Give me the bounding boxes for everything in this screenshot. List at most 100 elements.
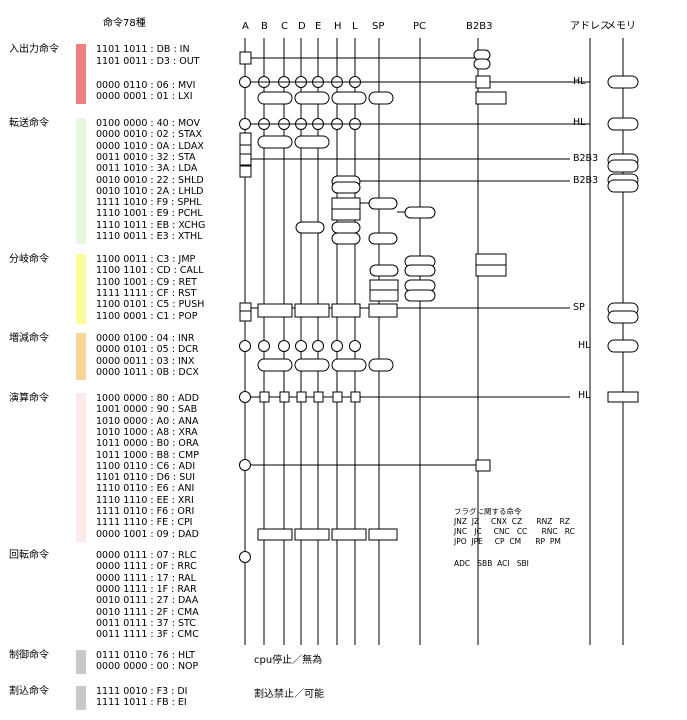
instruction-0-3: 0000 0001 : 01 : LXI	[96, 91, 193, 102]
category-color-bar-4	[76, 393, 86, 542]
column-header-l: L	[352, 21, 358, 32]
instruction-4-8: 1110 0110 : E6 : ANI	[96, 483, 195, 495]
inx-de-pill	[294, 358, 330, 372]
category-color-bar-7	[76, 686, 86, 711]
mov-circle-0	[239, 118, 251, 130]
column-header-b2b3: B2B3	[466, 21, 493, 32]
instruction-6-1: 0000 0000 : 00 : NOP	[96, 661, 199, 673]
instruction-4-11: 1111 1110 : FE : CPI	[96, 517, 193, 529]
diagram-title: 命令78種	[103, 18, 146, 29]
sta-a-box	[239, 153, 252, 166]
instruction-1-5: 0010 0010 : 22 : SHLD	[96, 174, 204, 186]
column-header-a: A	[242, 21, 249, 32]
sphl-box	[331, 197, 361, 210]
lxi-sp-pill	[368, 91, 394, 105]
instruction-4-2: 1010 0000 : A0 : ANA	[96, 415, 199, 427]
instruction-5-6: 0011 0111 : 37 : STC	[96, 617, 196, 629]
instruction-5-4: 0010 0111 : 27 : DAA	[96, 595, 199, 607]
instruction-0-1: 1101 0011 : D3 : OUT	[96, 55, 200, 67]
category-color-bar-6	[76, 650, 86, 675]
category-label-7: 割込命令	[9, 686, 49, 697]
xchg-de-pill	[295, 221, 325, 234]
instruction-1-7: 1111 1010 : F9 : SPHL	[96, 197, 202, 209]
control-note: cpu停止／無為	[254, 655, 323, 666]
ret-sp-box	[369, 279, 399, 292]
column-header-pc: PC	[413, 21, 427, 32]
address-label-6: HL	[578, 390, 591, 401]
instruction-1-9: 1110 1011 : EB : XCHG	[96, 219, 206, 231]
sphl-sp-pill	[368, 197, 398, 210]
instruction-2-3: 1111 1111 : CF : RST	[96, 287, 197, 299]
instruction-5-0: 0000 0111 : 07 : RLC	[96, 550, 197, 561]
instruction-1-10: 1110 0011 : E3 : XTHL	[96, 231, 203, 242]
lxi-de-pill	[294, 91, 330, 105]
instruction-1-2: 0000 1010 : 0A : LDAX	[96, 140, 204, 152]
instruction-3-3: 0000 1011 : 0B : DCX	[96, 366, 199, 378]
flags-line-1: JNC JC CNC CC RNC RC	[454, 527, 575, 536]
mov-mem-pill	[607, 117, 639, 131]
instruction-4-10: 1111 0110 : F6 : ORI	[96, 506, 195, 517]
flags-line-0: JNZ JZ CNX CZ RNZ RZ	[454, 517, 570, 526]
inr-circle-0	[239, 340, 251, 352]
pchl-pc-pill	[404, 206, 436, 219]
instruction-0-2: 0000 0110 : 06 : MVI	[96, 79, 196, 91]
jmp-addr-box	[475, 253, 507, 266]
instruction-4-7: 1101 0110 : D6 : SUI	[96, 472, 195, 484]
add-a-circle	[239, 391, 251, 403]
category-label-2: 分岐命令	[9, 254, 49, 265]
column-header-d: D	[298, 21, 306, 32]
instruction-4-5: 1011 1000 : B8 : CMP	[96, 449, 199, 461]
column-header-b: B	[261, 21, 268, 32]
inx-bc-pill	[257, 358, 293, 372]
adi-a-circle	[239, 459, 251, 471]
instruction-6-0: 0111 0110 : 76 : HLT	[96, 650, 195, 661]
flags-line-2: JPO JPE CP CM RP PM	[454, 537, 561, 546]
mvi-imm-box	[475, 75, 491, 89]
sta-mem-pill-2	[607, 159, 639, 173]
column-header-e: E	[315, 21, 322, 32]
instruction-4-1: 1001 0000 : 90 : SAB	[96, 404, 198, 416]
address-label-0: HL	[573, 76, 586, 87]
lxi-bc-pill	[257, 91, 293, 105]
instruction-1-0: 0100 0000 : 40 : MOV	[96, 118, 200, 129]
instruction-2-5: 1100 0001 : C1 : POP	[96, 310, 198, 322]
mvi-circle-0	[239, 76, 251, 88]
adi-imm-box	[475, 459, 491, 472]
interrupt-note: 割込禁止／可能	[254, 689, 324, 700]
instruction-1-6: 0010 1010 : 2A : LHLD	[96, 185, 204, 197]
inr-circle-5	[331, 340, 343, 352]
category-label-3: 増減命令	[9, 333, 49, 344]
instruction-5-2: 0000 1111 : 17 : RAL	[96, 572, 196, 584]
flags-arith: ADC SBB ACI SBI	[454, 559, 529, 568]
push-bc-box	[257, 303, 293, 318]
address-label-1: HL	[573, 117, 586, 128]
inx-hl-pill	[331, 358, 367, 372]
inx-sp-pill	[368, 358, 394, 372]
instruction-1-3: 0011 0010 : 32 : STA	[96, 151, 196, 163]
flags-title: フラグに関する命令	[454, 507, 522, 516]
instruction-1-1: 0000 0010 : 02 : STAX	[96, 129, 203, 141]
add-reg-box-0	[259, 391, 270, 403]
inr-mem-pill	[607, 339, 639, 353]
instruction-4-6: 1100 0110 : C6 : ADI	[96, 460, 196, 472]
push-hl-box	[331, 303, 361, 318]
column-header-10: アドレス	[570, 21, 610, 32]
add-reg-box-2	[296, 391, 307, 403]
in-a-box	[239, 51, 252, 65]
add-mem-box	[607, 391, 639, 403]
instruction-1-8: 1110 1001 : E9 : PCHL	[96, 208, 203, 220]
inr-circle-2	[278, 340, 290, 352]
instruction-5-5: 0010 1111 : 2F : CMA	[96, 606, 199, 618]
push-de-box	[294, 303, 330, 318]
call-sp-pill	[369, 264, 399, 277]
mvi-mem-pill	[607, 75, 639, 89]
pchl-box	[331, 208, 361, 221]
category-label-0: 入出力命令	[9, 44, 59, 55]
instruction-5-3: 0000 1111 : 1F : RAR	[96, 583, 197, 595]
category-color-bar-2	[76, 254, 86, 324]
dad-sp-box	[368, 528, 398, 541]
category-label-4: 演算命令	[9, 393, 49, 404]
instruction-2-1: 1100 1101 : CD : CALL	[96, 265, 204, 277]
column-header-c: C	[281, 21, 288, 32]
